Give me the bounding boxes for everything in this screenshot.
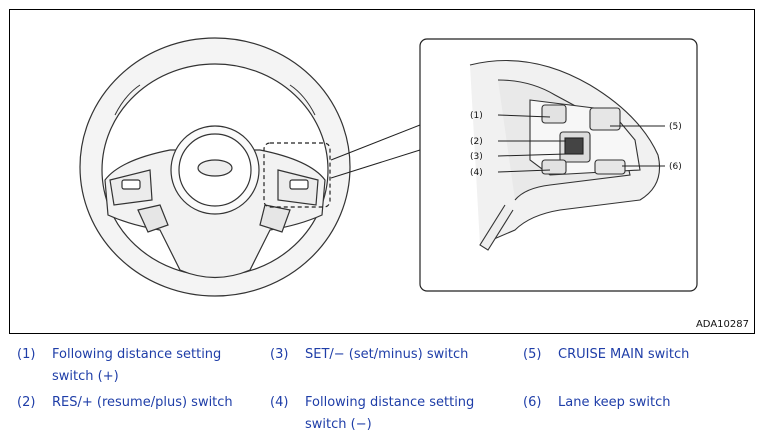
legend-item-3: (3) SET/− (set/minus) switch — [270, 344, 510, 366]
legend-number: (1) — [17, 347, 36, 362]
callout-2: (2) — [470, 137, 483, 147]
legend-text: RES/+ (resume/plus) switch — [52, 395, 233, 410]
legend-text: Following distance setting switch (+) — [52, 344, 221, 388]
steering-wheel-illustration: (1) (2) (3) (4) (5) (6) — [79, 37, 698, 297]
legend-text: Lane keep switch — [558, 395, 671, 410]
callout-6: (6) — [669, 162, 682, 172]
callout-4: (4) — [470, 168, 483, 178]
legend-line: switch (−) — [305, 417, 372, 432]
legend-number: (4) — [270, 395, 289, 410]
steering-wheel — [79, 37, 351, 297]
legend-number: (3) — [270, 347, 289, 362]
legend-item-4: (4) Following distance setting switch (−… — [270, 392, 510, 436]
callout-3: (3) — [470, 152, 483, 162]
highlight-box — [263, 142, 331, 208]
callout-1: (1) — [470, 111, 483, 121]
legend-line: Following distance setting — [305, 395, 475, 410]
legend-item-2: (2) RES/+ (resume/plus) switch — [17, 392, 257, 414]
legend-number: (5) — [523, 347, 542, 362]
legend-line: Following distance setting — [52, 347, 222, 362]
legend-item-6: (6) Lane keep switch — [523, 392, 758, 414]
legend-line: switch (+) — [52, 369, 119, 384]
legend-item-1: (1) Following distance setting switch (+… — [17, 344, 252, 388]
legend-text: Following distance setting switch (−) — [305, 392, 474, 436]
legend-item-5: (5) CRUISE MAIN switch — [523, 344, 758, 366]
legend-text: CRUISE MAIN switch — [558, 347, 690, 362]
figure-frame: (1) (2) (3) (4) (5) (6) ADA10287 — [9, 9, 755, 334]
callout-5: (5) — [669, 122, 682, 132]
figure-id: ADA10287 — [695, 319, 749, 330]
switch-closeup — [469, 60, 661, 251]
legend-number: (2) — [17, 395, 36, 410]
legend-number: (6) — [523, 395, 542, 410]
legend-text: SET/− (set/minus) switch — [305, 347, 469, 362]
